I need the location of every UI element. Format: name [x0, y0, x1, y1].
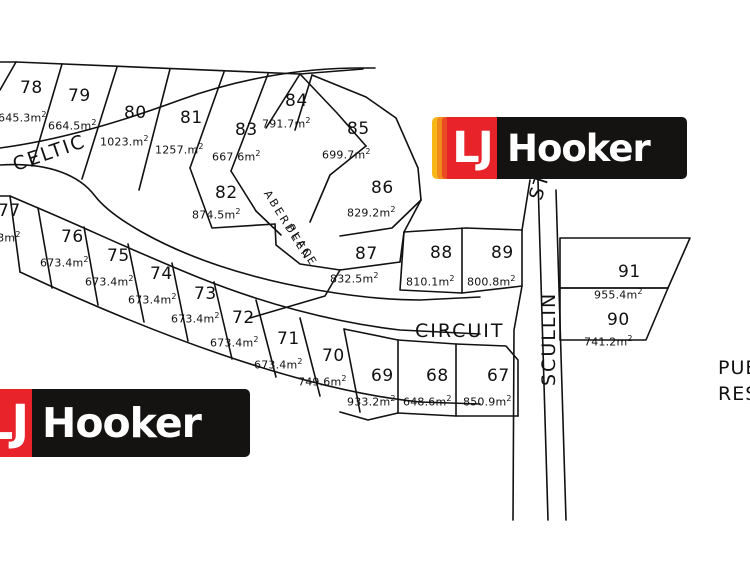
boundary-line — [397, 412, 519, 417]
boundary-line — [255, 299, 277, 378]
boundary-line — [37, 207, 481, 335]
boundary-line — [309, 174, 331, 223]
boundary-line — [397, 339, 457, 417]
boundary-line — [189, 167, 276, 229]
lj-hooker-wordmark-text: Hooker — [507, 126, 651, 170]
boundary-line — [230, 170, 257, 212]
boundary-line — [512, 285, 523, 521]
boundary-line — [559, 237, 691, 289]
lj-hooker-wordmark-text: Hooker — [42, 398, 202, 447]
boundary-line — [339, 199, 422, 237]
boundary-line — [19, 271, 481, 405]
lj-hooker-mark-block: LJ — [0, 389, 32, 457]
lj-hooker-wordmark-block: Hooker — [497, 117, 687, 179]
boundary-line — [213, 281, 233, 360]
public-reserve-line1: PUB — [718, 357, 750, 379]
boundary-line — [230, 73, 269, 172]
boundary-line — [395, 117, 422, 201]
boundary-line — [0, 61, 364, 75]
public-reserve-line2: RES — [718, 383, 750, 405]
boundary-line — [0, 61, 17, 91]
boundary-line — [339, 411, 399, 421]
boundary-line — [329, 145, 367, 176]
boundary-line — [265, 73, 301, 129]
lj-hooker-mark-text: LJ — [452, 122, 493, 173]
public-reserve-label: PUB RES — [718, 355, 750, 407]
boundary-line — [0, 195, 39, 209]
lj-hooker-logo: LJ Hooker — [0, 389, 250, 457]
boundary-line — [521, 179, 531, 231]
boundary-line — [138, 68, 171, 191]
lj-hooker-stripe-1 — [432, 117, 440, 179]
lj-hooker-mark-block: LJ — [447, 117, 497, 179]
boundary-line — [299, 317, 321, 397]
boundary-line — [455, 343, 519, 417]
boundary-line — [403, 227, 523, 233]
lj-hooker-wordmark-block: Hooker — [32, 389, 250, 457]
boundary-line — [274, 223, 401, 271]
boundary-line — [189, 71, 225, 169]
boundary-line — [9, 195, 21, 273]
boundary-line — [31, 63, 63, 167]
boundary-line — [343, 328, 361, 413]
boundary-line — [81, 66, 118, 180]
lj-hooker-logo: LJ Hooker — [432, 117, 687, 179]
boundary-line — [127, 243, 145, 323]
boundary-line — [311, 74, 397, 119]
boundary-line — [0, 163, 481, 301]
boundary-line — [555, 189, 567, 521]
lj-hooker-mark-text: LJ — [0, 395, 29, 451]
boundary-line — [0, 67, 376, 149]
boundary-line — [559, 287, 669, 341]
boundary-line — [299, 73, 367, 147]
boundary-line — [399, 229, 523, 294]
lj-hooker-stripe-3 — [442, 117, 450, 179]
boundary-line — [537, 179, 549, 521]
lj-hooker-stripes — [432, 117, 450, 179]
boundary-line — [83, 226, 99, 306]
lj-hooker-stripe-2 — [437, 117, 445, 179]
boundary-line — [249, 269, 341, 319]
boundary-line — [37, 207, 53, 289]
boundary-line — [171, 262, 189, 342]
boundary-line — [255, 210, 282, 236]
